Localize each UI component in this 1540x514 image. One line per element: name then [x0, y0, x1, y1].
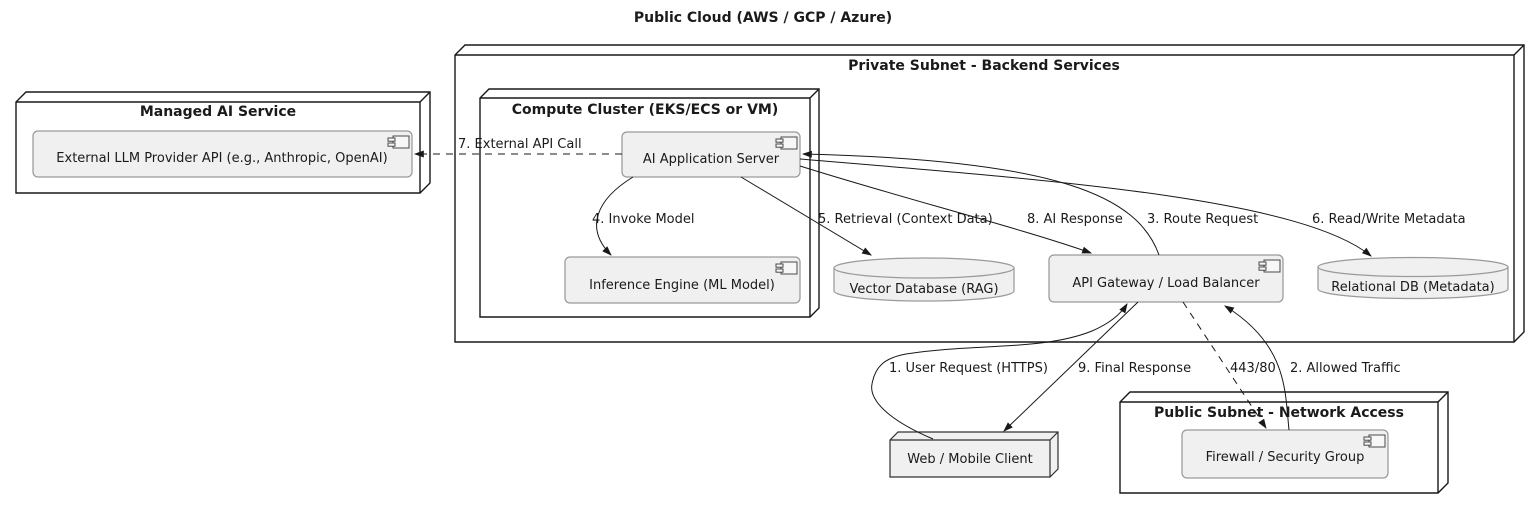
edge-label-allowed-traffic: 2. Allowed Traffic — [1290, 361, 1401, 376]
edge-user-request — [871, 303, 1128, 440]
edge-label-final-response: 9. Final Response — [1078, 361, 1191, 376]
edge-label-route-request: 3. Route Request — [1147, 212, 1258, 227]
edge-final-response — [1003, 301, 1139, 432]
diagram-title: Public Cloud (AWS / GCP / Azure) — [634, 10, 892, 26]
group-public-subnet-label: Public Subnet - Network Access — [1154, 405, 1404, 421]
component-firewall-label: Firewall / Security Group — [1206, 450, 1365, 465]
edge-read-write-metadata — [799, 158, 1372, 257]
edge-label-port-443-80: 443/80 — [1230, 361, 1276, 376]
node-web-mobile-client-label: Web / Mobile Client — [907, 452, 1032, 467]
component-inference-engine-label: Inference Engine (ML Model) — [589, 278, 775, 293]
component-icon — [1258, 259, 1281, 273]
component-ai-application-server: AI Application Server — [621, 131, 801, 178]
edge-label-read-write-metadata: 6. Read/Write Metadata — [1312, 212, 1466, 227]
component-inference-engine: Inference Engine (ML Model) — [564, 256, 801, 304]
database-relational-db-label: Relational DB (Metadata) — [1331, 280, 1494, 295]
group-compute-cluster-label: Compute Cluster (EKS/ECS or VM) — [512, 102, 779, 118]
edge-label-retrieval: 5. Retrieval (Context Data) — [818, 212, 993, 227]
edge-invoke-model — [596, 176, 634, 256]
component-icon — [387, 135, 410, 149]
edge-ai-response — [799, 165, 1093, 254]
component-ai-application-server-label: AI Application Server — [643, 152, 780, 167]
group-private-subnet-label: Private Subnet - Backend Services — [848, 58, 1120, 74]
component-icon — [775, 136, 798, 150]
component-icon — [1363, 434, 1386, 448]
component-api-gateway-label: API Gateway / Load Balancer — [1072, 276, 1260, 291]
component-external-llm-provider-api: External LLM Provider API (e.g., Anthrop… — [32, 130, 413, 178]
database-vector-db: Vector Database (RAG) — [833, 257, 1015, 302]
edge-allowed-traffic — [1224, 305, 1290, 431]
edge-retrieval — [740, 176, 872, 256]
group-managed-ai-service-label: Managed AI Service — [140, 104, 296, 120]
edge-label-invoke-model: 4. Invoke Model — [592, 212, 694, 227]
edge-label-external-api-call: 7. External API Call — [458, 137, 582, 152]
database-vector-db-label: Vector Database (RAG) — [849, 282, 998, 297]
node-web-mobile-client: Web / Mobile Client — [889, 431, 1059, 478]
component-external-llm-provider-api-label: External LLM Provider API (e.g., Anthrop… — [56, 151, 387, 166]
component-api-gateway: API Gateway / Load Balancer — [1048, 254, 1284, 303]
edge-label-user-request: 1. User Request (HTTPS) — [889, 361, 1048, 376]
component-icon — [775, 261, 798, 275]
component-firewall: Firewall / Security Group — [1181, 429, 1389, 479]
database-relational-db: Relational DB (Metadata) — [1317, 256, 1509, 300]
edge-label-ai-response: 8. AI Response — [1027, 212, 1123, 227]
edge-route-request — [801, 150, 1160, 256]
